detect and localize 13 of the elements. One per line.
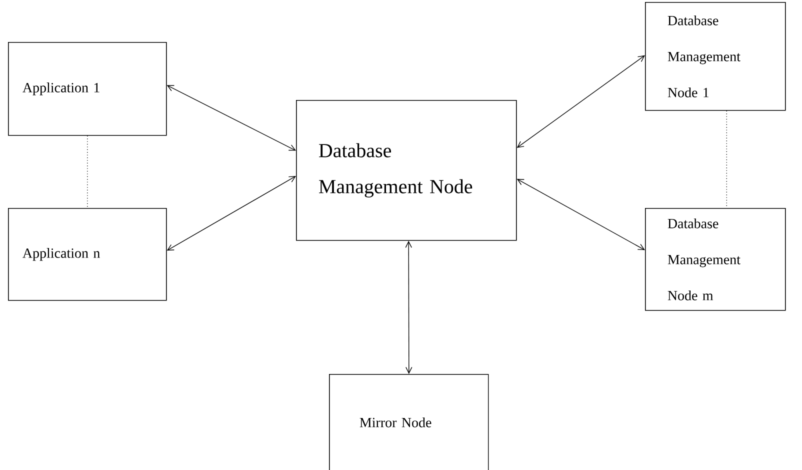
arrow (166, 176, 296, 251)
arrow (516, 55, 645, 148)
box: Database Management Node m (645, 208, 786, 311)
box: Mirror Node (329, 374, 489, 470)
arrow (516, 178, 645, 250)
box: Application n (8, 208, 167, 301)
box: Database Management Node 1 (645, 2, 786, 111)
arrow (166, 85, 296, 151)
box: Database Management Node (296, 100, 517, 241)
dotted-line (726, 110, 728, 208)
arrow (405, 240, 412, 374)
box: Application 1 (8, 42, 167, 136)
dotted-line (87, 135, 88, 208)
